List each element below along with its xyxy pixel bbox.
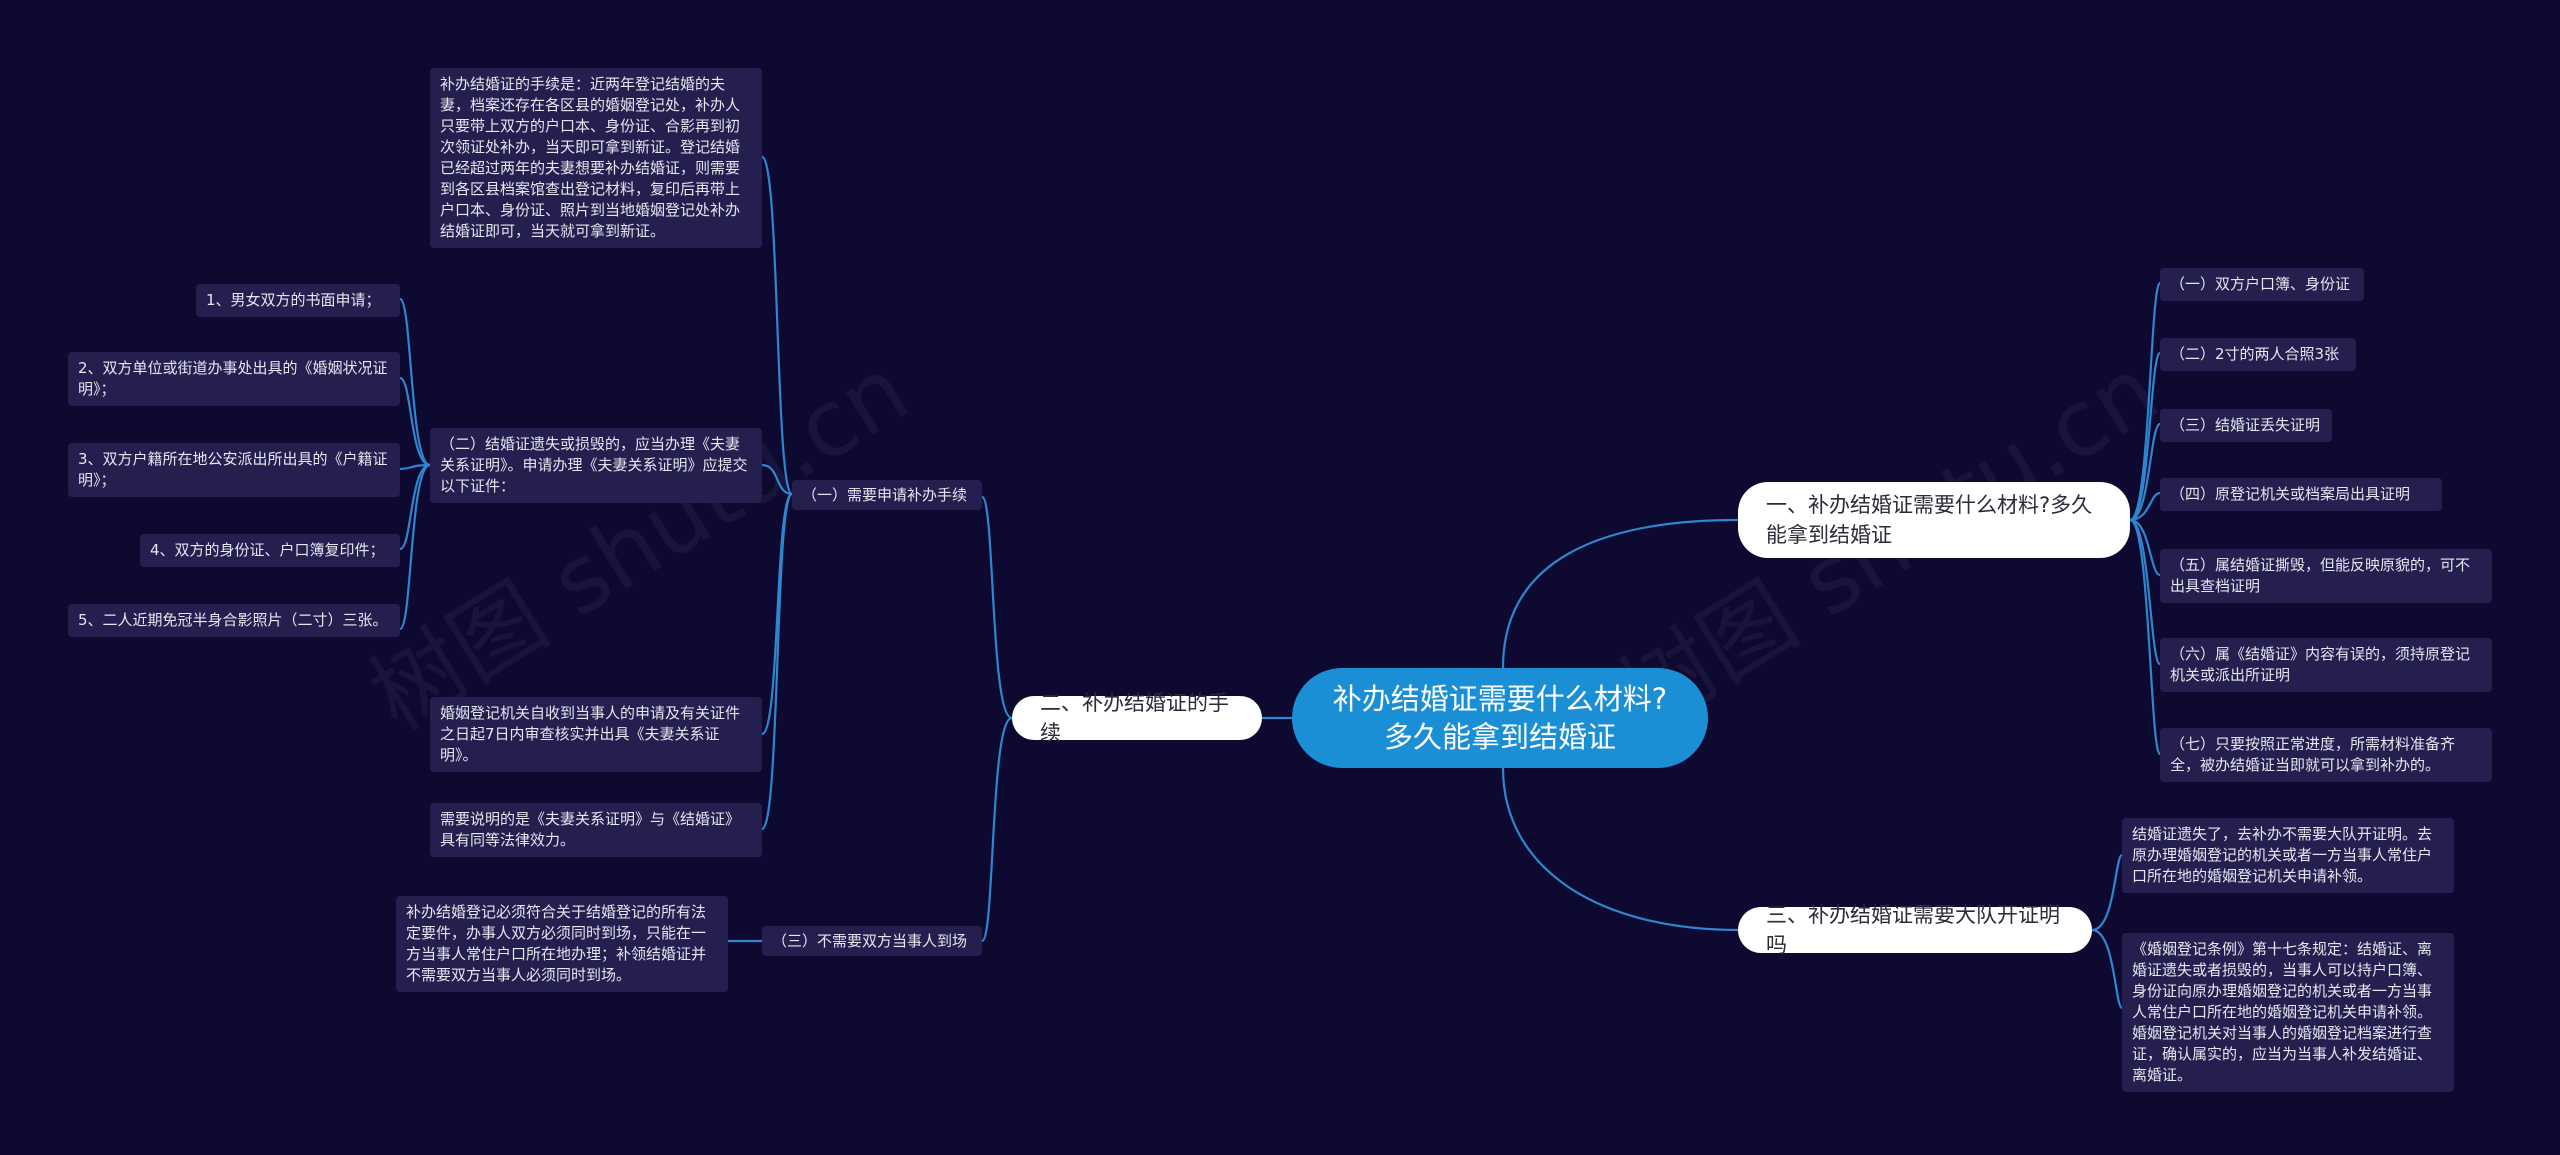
sub2-item[interactable]: 2、双方单位或街道办事处出具的《婚姻状况证明》； xyxy=(68,352,400,406)
sub2-item[interactable]: 5、二人近期免冠半身合影照片（二寸）三张。 xyxy=(68,604,400,637)
connector xyxy=(2129,281,2162,522)
sub2-item[interactable]: 1、男女双方的书面申请； xyxy=(196,284,400,317)
materials-item[interactable]: （三）结婚证丢失证明 xyxy=(2160,409,2332,442)
connector xyxy=(980,495,1013,720)
procedure-sub3[interactable]: （三）不需要双方当事人到场 xyxy=(762,926,982,956)
materials-item[interactable]: （一）双方户口簿、身份证 xyxy=(2160,268,2364,301)
sub1-sub2[interactable]: （二）结婚证遗失或损毁的，应当办理《夫妻关系证明》。申请办理《夫妻关系证明》应提… xyxy=(430,428,762,503)
branch-procedure[interactable]: 二、补办结婚证的手续 xyxy=(1012,691,1262,745)
sub2-item[interactable]: 3、双方户籍所在地公安派出所出具的《户籍证明》； xyxy=(68,443,400,497)
connector xyxy=(1501,767,1739,932)
materials-item[interactable]: （六）属《结婚证》内容有误的，须持原登记机关或派出所证明 xyxy=(2160,638,2492,692)
materials-item[interactable]: （七）只要按照正常进度，所需材料准备齐全，被办结婚证当即就可以拿到补办的。 xyxy=(2160,728,2492,782)
connector xyxy=(2091,928,2124,1010)
connector xyxy=(398,297,431,467)
connector xyxy=(399,463,431,551)
connector xyxy=(2129,491,2161,522)
connector xyxy=(398,463,431,631)
connector xyxy=(2129,518,2162,666)
connector xyxy=(2129,518,2162,756)
materials-item[interactable]: （二）2寸的两人合照3张 xyxy=(2160,338,2356,371)
connector xyxy=(399,376,431,467)
materials-item[interactable]: （四）原登记机关或档案局出具证明 xyxy=(2160,478,2442,511)
sub1-intro[interactable]: 补办结婚证的手续是：近两年登记结婚的夫妻，档案还存在各区县的婚姻登记处，补办人只… xyxy=(430,68,762,248)
proof-item[interactable]: 《婚姻登记条例》第十七条规定：结婚证、离婚证遗失或者损毁的，当事人可以持户口簿、… xyxy=(2122,933,2454,1092)
connector xyxy=(760,492,794,831)
sub3-detail[interactable]: 补办结婚登记必须符合关于结婚登记的所有法定要件，办事人双方必须同时到场，只能在一… xyxy=(396,896,728,992)
connector xyxy=(399,463,431,471)
sub1-review[interactable]: 婚姻登记机关自收到当事人的申请及有关证件之日起7日内审查核实并出具《夫妻关系证明… xyxy=(430,697,762,772)
root-topic[interactable]: 补办结婚证需要什么材料?多久能拿到结婚证 xyxy=(1292,668,1708,768)
proof-item[interactable]: 结婚证遗失了，去补办不需要大队开证明。去原办理婚姻登记的机关或者一方当事人常住户… xyxy=(2122,818,2454,893)
sub2-item[interactable]: 4、双方的身份证、户口簿复印件； xyxy=(140,534,400,567)
branch-materials[interactable]: 一、补办结婚证需要什么材料?多久能拿到结婚证 xyxy=(1738,482,2130,558)
connector xyxy=(2091,853,2124,932)
connector xyxy=(2129,422,2162,522)
connector xyxy=(1501,518,1739,669)
branch-proof[interactable]: 三、补办结婚证需要大队开证明吗 xyxy=(1738,903,2092,957)
materials-item[interactable]: （五）属结婚证撕毁，但能反映原貌的，可不出具查档证明 xyxy=(2160,549,2492,603)
connector xyxy=(980,716,1013,943)
sub1-note[interactable]: 需要说明的是《夫妻关系证明》与《结婚证》具有同等法律效力。 xyxy=(430,803,762,857)
connector xyxy=(2129,518,2161,577)
connector xyxy=(2129,351,2162,522)
connector xyxy=(760,155,794,496)
connector xyxy=(761,463,793,496)
procedure-sub1[interactable]: （一）需要申请补办手续 xyxy=(792,480,982,510)
